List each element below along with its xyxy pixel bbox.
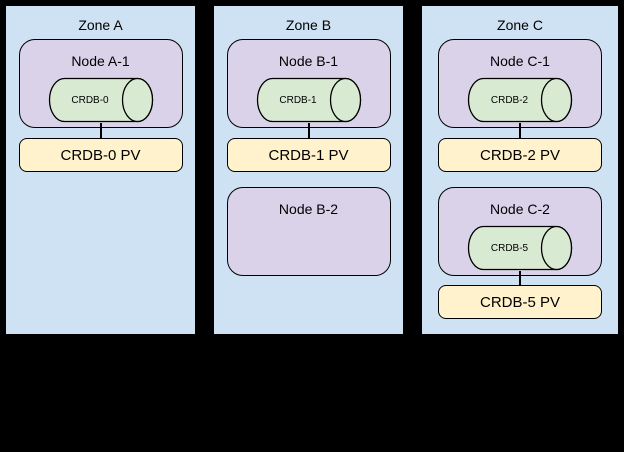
database-cylinder-icon [48, 77, 153, 123]
zone-b: Zone B Node B-1 CRDB-1 CRDB-1 PV Node B-… [213, 5, 404, 335]
crdb-1-pv: CRDB-1 PV [226, 138, 391, 172]
zone-c-title: Zone C [497, 17, 543, 33]
crdb-0-cylinder: CRDB-0 [48, 77, 153, 123]
crdb-5-label: CRDB-5 [490, 242, 529, 254]
crdb-0-label: CRDB-0 [71, 94, 109, 106]
crdb-2-pv: CRDB-2 PV [438, 138, 602, 172]
node-b-1-title: Node B-1 [278, 53, 339, 69]
node-a-1-title: Node A-1 [71, 53, 130, 69]
zone-c: Zone C Node C-1 CRDB-2 CRDB-2 PV Node C-… [421, 5, 619, 335]
crdb-1-connector-line [307, 123, 310, 139]
crdb-1-pv-label: CRDB-1 PV [268, 146, 349, 164]
crdb-5-pv-label: CRDB-5 PV [479, 293, 561, 311]
crdb-2-label: CRDB-2 [490, 94, 529, 106]
node-b-2: Node B-2 [226, 187, 391, 276]
node-c-1-title: Node C-1 [490, 53, 550, 69]
crdb-1-label: CRDB-1 [279, 94, 317, 106]
node-b-2-title: Node B-2 [278, 201, 339, 217]
zone-a-title: Zone A [78, 17, 123, 33]
crdb-0-pv-label: CRDB-0 PV [60, 146, 141, 164]
zone-b-title: Zone B [285, 17, 332, 33]
crdb-5-cylinder: CRDB-5 [467, 225, 573, 271]
node-c-2: Node C-2 CRDB-5 [438, 187, 602, 276]
node-c-2-title: Node C-2 [490, 201, 550, 217]
node-b-1: Node B-1 CRDB-1 [226, 39, 391, 128]
zone-a: Zone A Node A-1 CRDB-0 CRDB-0 PV [5, 5, 196, 335]
database-cylinder-icon [467, 77, 573, 123]
crdb-0-pv: CRDB-0 PV [18, 138, 183, 172]
node-a-1: Node A-1 CRDB-0 [18, 39, 183, 128]
crdb-1-cylinder: CRDB-1 [256, 77, 361, 123]
database-cylinder-icon [467, 225, 573, 271]
crdb-5-connector-line [519, 271, 521, 286]
crdb-5-pv: CRDB-5 PV [438, 285, 602, 319]
crdb-0-connector-line [99, 123, 102, 139]
database-cylinder-icon [256, 77, 361, 123]
node-c-1: Node C-1 CRDB-2 [438, 39, 602, 128]
crdb-2-pv-label: CRDB-2 PV [479, 146, 561, 164]
crdb-2-cylinder: CRDB-2 [467, 77, 573, 123]
crdb-2-connector-line [519, 123, 521, 139]
